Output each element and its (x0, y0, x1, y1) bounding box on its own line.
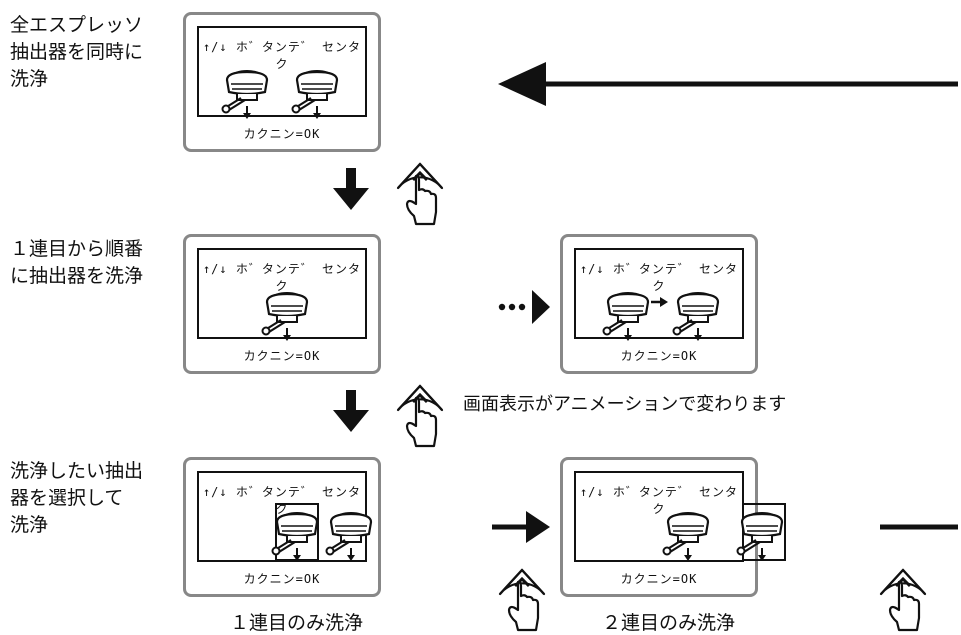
arrow-right-icon (498, 290, 550, 324)
lcd-display-area: ↑/↓ ホ゛タンテ゛ センタク (197, 471, 373, 563)
arrow-right-icon (492, 511, 550, 543)
press-button-hand-icon (396, 162, 444, 226)
lcd-display-area: ↑/↓ ホ゛タンテ゛ センタク (197, 26, 367, 121)
press-button-hand-icon (396, 384, 444, 448)
lcd-footer-text: カクニン=ОK (243, 127, 321, 141)
row-label-sequential: １連目から順番 に抽出器を洗浄 (10, 238, 144, 287)
lcd-screen-select-2: ↑/↓ ホ゛タンテ゛ センタク カクニン=ОK (560, 457, 786, 597)
lcd-header-text: ↑/↓ ホ゛タンテ゛ センタク (202, 40, 362, 71)
sublabel-second-head: ２連目のみ洗浄 (602, 612, 736, 634)
lcd-header-text: ↑/↓ ホ゛タンテ゛ センタク (202, 485, 362, 516)
lcd-footer-text: カクニン=ОK (243, 349, 321, 363)
lcd-header-text: ↑/↓ ホ゛タンテ゛ センタク (202, 262, 362, 293)
lcd-screen-all-heads: ↑/↓ ホ゛タンテ゛ センタク カクニン=ОK (183, 12, 381, 152)
lcd-screen-sequential-1: ↑/↓ ホ゛タンテ゛ センタク カクニン=ОK (183, 234, 381, 374)
row-label-select: 洗浄したい抽出 器を選択して 洗浄 (10, 460, 144, 536)
lcd-footer-text: カクニン=ОK (620, 349, 698, 363)
arrow-down-icon (333, 390, 369, 432)
lcd-footer-text: カクニン=ОK (620, 572, 698, 586)
lcd-display-area: ↑/↓ ホ゛タンテ゛ センタク (574, 471, 786, 563)
arrow-down-icon (333, 168, 369, 210)
lcd-footer-text: カクニン=ОK (243, 572, 321, 586)
row-label-all-heads: 全エスプレッソ 抽出器を同時に 洗浄 (10, 14, 144, 90)
lcd-screen-select-1: ↑/↓ ホ゛タンテ゛ センタク カクニン=ОK (183, 457, 381, 597)
lcd-display-area: ↑/↓ ホ゛タンテ゛ センタク (197, 248, 367, 343)
lcd-display-area: ↑/↓ ホ゛タンテ゛ センタク (574, 248, 744, 343)
group-head-icons (602, 291, 720, 343)
arrow-right-icon (660, 297, 668, 307)
lcd-header-text: ↑/↓ ホ゛タンテ゛ センタク (579, 485, 739, 516)
sublabel-first-head: １連目のみ洗浄 (230, 612, 364, 634)
lcd-header-text: ↑/↓ ホ゛タンテ゛ センタク (579, 262, 739, 293)
animation-note: 画面表示がアニメーションで変わります (463, 394, 787, 415)
press-button-hand-icon (498, 568, 546, 632)
arrow-left-icon (498, 62, 958, 106)
press-button-hand-icon (879, 568, 927, 632)
lcd-screen-sequential-2: ↑/↓ ホ゛タンテ゛ センタク カクニン=ОK (560, 234, 758, 374)
